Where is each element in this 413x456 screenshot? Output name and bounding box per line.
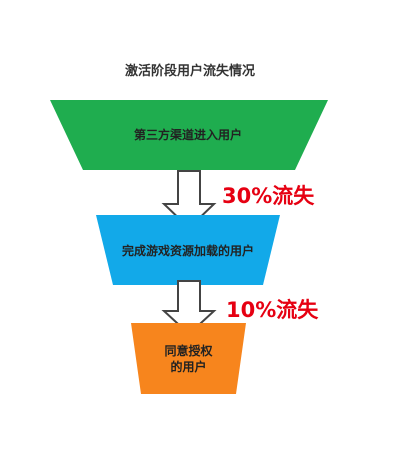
dropoff-label-2: 10%流失 xyxy=(226,298,319,322)
funnel-stage-1 xyxy=(50,100,328,170)
funnel-stage-2-label: 完成游戏资源加载的用户 xyxy=(121,244,254,258)
funnel-stage-1-label: 第三方渠道进入用户 xyxy=(133,128,242,142)
funnel-stage-3 xyxy=(131,323,246,394)
funnel-stage-3-label: 同意授权 的用户 xyxy=(141,343,236,375)
down-arrow-2 xyxy=(161,280,217,336)
funnel-stage-3-label-line2: 的用户 xyxy=(170,360,207,374)
funnel-stage-3-label-line1: 同意授权 xyxy=(164,344,213,358)
funnel-stage-2 xyxy=(96,215,280,285)
diagram-title: 激活阶段用户流失情况 xyxy=(124,64,255,79)
dropoff-label-1: 30%流失 xyxy=(222,184,315,208)
